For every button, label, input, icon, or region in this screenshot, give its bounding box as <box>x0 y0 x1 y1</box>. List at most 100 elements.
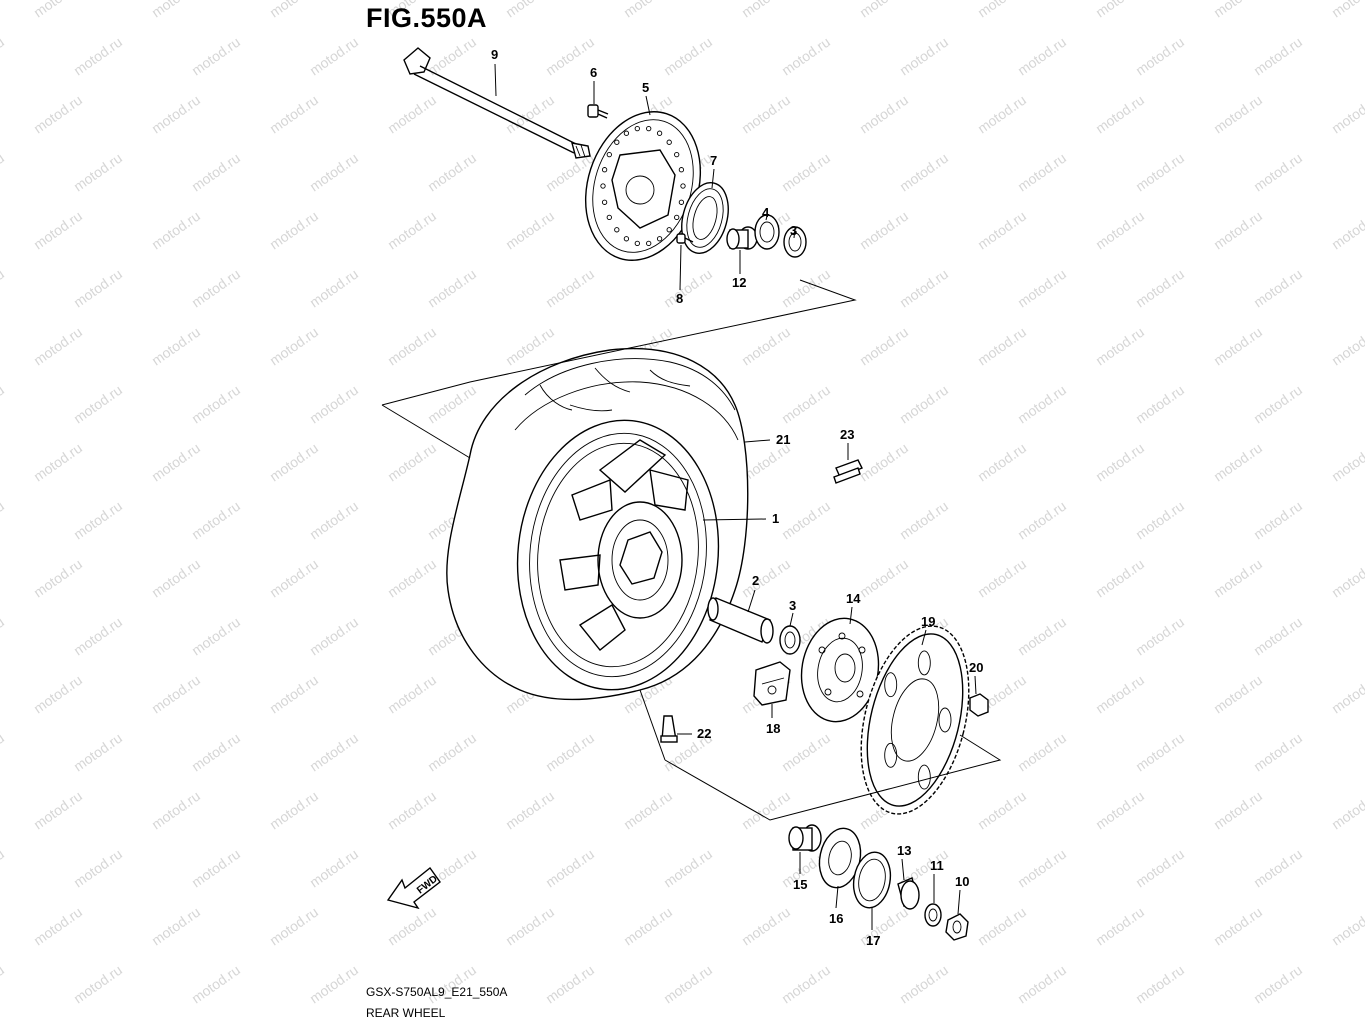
watermark-text: motod.ru <box>385 324 439 369</box>
watermark-text: motod.ru <box>1133 614 1187 659</box>
callout-bearing-left[interactable]: 4 <box>762 205 770 220</box>
watermark-text: motod.ru <box>1211 904 1265 949</box>
watermark-text: motod.ru <box>1093 556 1147 601</box>
watermark-text: motod.ru <box>71 34 125 79</box>
watermark-text: motod.ru <box>307 846 361 891</box>
callout-sprocket-nut[interactable]: 20 <box>969 660 983 675</box>
disc-bolt-part[interactable] <box>587 104 609 119</box>
callout-valve[interactable]: 22 <box>697 726 711 741</box>
callout-rotor-screw[interactable]: 8 <box>676 291 683 306</box>
washer-part[interactable] <box>924 903 942 927</box>
brake-disc-part[interactable] <box>567 97 719 276</box>
watermark-text: motod.ru <box>1329 324 1365 369</box>
spacer-sprocket-part[interactable] <box>897 877 920 910</box>
watermark-text: motod.ru <box>1133 962 1187 1007</box>
collar-part[interactable] <box>726 226 758 250</box>
callout-spacer[interactable]: 2 <box>752 573 759 588</box>
watermark-text: motod.ru <box>1093 788 1147 833</box>
callout-collar-bearing[interactable]: 15 <box>793 877 807 892</box>
watermark-text: motod.ru <box>503 0 557 20</box>
axle-nut-part[interactable] <box>945 913 969 941</box>
sensor-rotor-part[interactable] <box>674 178 735 259</box>
disc-hole <box>666 227 672 233</box>
watermark-text: motod.ru <box>1251 962 1305 1007</box>
watermark-text: motod.ru <box>975 904 1029 949</box>
callout-cush-rubber[interactable]: 18 <box>766 721 780 736</box>
watermark-text: motod.ru <box>71 730 125 775</box>
watermark-text: motod.ru <box>897 962 951 1007</box>
callout-rear-sprocket[interactable]: 19 <box>921 614 935 629</box>
watermark-text: motod.ru <box>739 556 793 601</box>
watermark-text: motod.ru <box>189 846 243 891</box>
watermark-text: motod.ru <box>661 266 715 311</box>
rear-axle-part[interactable] <box>403 47 591 159</box>
watermark-text: motod.ru <box>543 266 597 311</box>
callout-tire[interactable]: 21 <box>776 432 790 447</box>
watermark-text: motod.ru <box>857 440 911 485</box>
callout-balancer-weight[interactable]: 23 <box>840 427 854 442</box>
watermark-text: motod.ru <box>779 150 833 195</box>
balancer-weight-part[interactable] <box>833 459 863 484</box>
watermark-text: motod.ru <box>1329 904 1365 949</box>
bearing-left-part[interactable] <box>754 214 780 250</box>
leader-lines <box>494 63 977 930</box>
watermark-text: motod.ru <box>0 846 7 891</box>
cush-rubber-part[interactable] <box>753 661 791 706</box>
watermark-text: motod.ru <box>1329 0 1365 20</box>
watermark-text: motod.ru <box>71 266 125 311</box>
callout-collar[interactable]: 12 <box>732 275 746 290</box>
collar-bearing-part[interactable] <box>788 824 822 852</box>
valve-part[interactable] <box>660 715 678 743</box>
watermark-text: motod.ru <box>307 614 361 659</box>
rotor-screw-part[interactable] <box>676 233 694 244</box>
watermark-text: motod.ru <box>1251 266 1305 311</box>
leader-line-c1 <box>702 518 767 521</box>
watermark-text: motod.ru <box>0 266 7 311</box>
leader-line-c3b <box>789 612 794 627</box>
disc-hole <box>623 236 630 242</box>
callout-disc-bolt[interactable]: 6 <box>590 65 597 80</box>
watermark-text: motod.ru <box>1015 150 1069 195</box>
watermark-text: motod.ru <box>1015 266 1069 311</box>
sprocket-mounting-drum-part[interactable] <box>794 612 887 728</box>
watermark-text: motod.ru <box>857 556 911 601</box>
watermark-text: motod.ru <box>307 266 361 311</box>
callout-bearing-drum[interactable]: 16 <box>829 911 843 926</box>
watermark-text: motod.ru <box>1015 962 1069 1007</box>
oil-seal-part[interactable] <box>849 849 894 910</box>
callout-brake-disc[interactable]: 5 <box>642 80 649 95</box>
callout-wheel-rim[interactable]: 1 <box>772 511 779 526</box>
watermark-text: motod.ru <box>1093 672 1147 717</box>
spacer-part[interactable] <box>707 597 774 644</box>
watermark-text: motod.ru <box>189 34 243 79</box>
watermark-text: motod.ru <box>149 208 203 253</box>
callout-sensor-rotor[interactable]: 7 <box>710 153 717 168</box>
watermark-text: motod.ru <box>1093 92 1147 137</box>
callout-sprocket-mounting-drum[interactable]: 14 <box>846 591 861 606</box>
watermark-text: motod.ru <box>385 92 439 137</box>
watermark-text: motod.ru <box>385 672 439 717</box>
callout-spacer-sprocket[interactable]: 13 <box>897 843 911 858</box>
leader-line-c8 <box>679 244 682 291</box>
disc-hole <box>601 167 608 173</box>
watermark-text: motod.ru <box>857 92 911 137</box>
callout-dust-seal-lower[interactable]: 3 <box>789 598 796 613</box>
watermark-text: motod.ru <box>897 150 951 195</box>
watermark-text: motod.ru <box>739 0 793 20</box>
wheel-rim-part[interactable] <box>504 410 731 699</box>
watermark-text: motod.ru <box>1093 0 1147 20</box>
callout-dust-seal-upper[interactable]: 3 <box>790 223 797 238</box>
assembly-bracket-lines <box>381 279 1002 821</box>
callout-washer[interactable]: 11 <box>930 858 944 873</box>
disc-hole <box>674 214 680 221</box>
rear-sprocket-part[interactable] <box>843 615 986 825</box>
watermark-text: motod.ru <box>975 440 1029 485</box>
callout-axle-nut[interactable]: 10 <box>955 874 969 889</box>
callout-oil-seal[interactable]: 17 <box>866 933 880 948</box>
watermark-text: motod.ru <box>189 382 243 427</box>
watermark-text: motod.ru <box>0 614 7 659</box>
callout-rear-axle[interactable]: 9 <box>491 47 498 62</box>
sprocket-nut-part[interactable] <box>969 693 989 717</box>
dust-seal-lower-part[interactable] <box>779 625 801 655</box>
watermark-text: motod.ru <box>149 788 203 833</box>
